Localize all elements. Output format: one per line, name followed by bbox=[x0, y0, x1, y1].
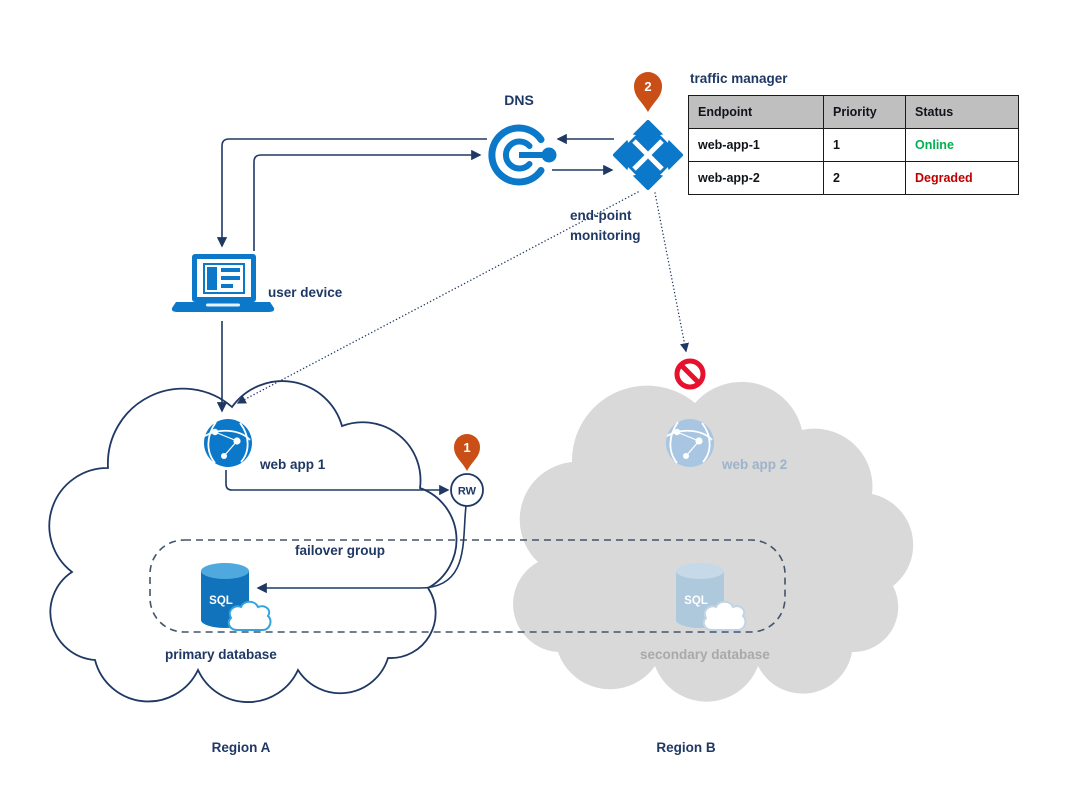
web-app-1-label: web app 1 bbox=[259, 457, 326, 472]
arrow-dns-to-user-device bbox=[216, 138, 487, 248]
dns-label: DNS bbox=[504, 92, 534, 108]
table-row: web-app-1 1 Online bbox=[688, 128, 1019, 162]
step-1-badge: 1 bbox=[454, 434, 480, 471]
blocked-icon bbox=[674, 358, 706, 390]
arrow-user-device-to-dns bbox=[253, 149, 482, 251]
table-header-row: Endpoint Priority Status bbox=[688, 95, 1019, 129]
step-2-badge: 2 bbox=[634, 72, 662, 112]
region-b-label: Region B bbox=[656, 740, 715, 755]
table-row: web-app-2 2 Degraded bbox=[688, 161, 1019, 195]
cell-status: Degraded bbox=[905, 161, 1019, 195]
cell-endpoint: web-app-2 bbox=[688, 161, 824, 195]
web-app-1-icon bbox=[204, 419, 252, 467]
cell-priority: 1 bbox=[823, 128, 906, 162]
region-b-cloud bbox=[513, 381, 914, 702]
sql-cloud-primary bbox=[227, 600, 272, 631]
traffic-manager-icon bbox=[613, 120, 683, 190]
primary-database-label: primary database bbox=[165, 647, 277, 662]
region-a-label: Region A bbox=[212, 740, 271, 755]
cell-endpoint: web-app-1 bbox=[688, 128, 824, 162]
traffic-manager-table: Endpoint Priority Status web-app-1 1 Onl… bbox=[688, 95, 1019, 195]
step-1-number: 1 bbox=[463, 440, 470, 455]
column-header-status: Status bbox=[905, 95, 1019, 129]
sql-cloud-secondary bbox=[702, 600, 747, 631]
sql-label-secondary: SQL bbox=[684, 595, 708, 607]
column-header-endpoint: Endpoint bbox=[688, 95, 824, 129]
cell-priority: 2 bbox=[823, 161, 906, 195]
rw-listener-badge: RW bbox=[450, 473, 484, 507]
cell-status: Online bbox=[905, 128, 1019, 162]
secondary-database-label: secondary database bbox=[640, 647, 770, 662]
column-header-priority: Priority bbox=[823, 95, 906, 129]
rw-label: RW bbox=[458, 486, 477, 498]
endpoint-monitoring-label-line2: monitoring bbox=[570, 228, 641, 243]
arrow-rw-listener-to-primary-database bbox=[256, 505, 467, 594]
web-app-2-icon bbox=[666, 419, 714, 467]
region-a-cloud bbox=[48, 380, 458, 703]
sql-label-primary: SQL bbox=[209, 595, 233, 607]
monitoring-line-to-web-app-2 bbox=[654, 192, 689, 353]
web-app-2-label: web app 2 bbox=[721, 457, 787, 472]
sql-database-secondary-icon: SQL bbox=[676, 563, 747, 631]
user-device-label: user device bbox=[268, 285, 343, 300]
step-2-number: 2 bbox=[644, 79, 651, 94]
arrow-web-app-1-to-rw-listener bbox=[225, 470, 450, 496]
traffic-manager-title: traffic manager bbox=[690, 71, 788, 86]
failover-group-label: failover group bbox=[295, 543, 385, 558]
traffic-manager-panel: traffic manager Endpoint Priority Status… bbox=[688, 71, 1022, 195]
sql-database-primary-icon: SQL bbox=[201, 563, 272, 631]
endpoint-monitoring-label-line1: end-point bbox=[570, 208, 632, 223]
dns-icon bbox=[488, 124, 557, 186]
user-device-icon bbox=[171, 254, 275, 312]
